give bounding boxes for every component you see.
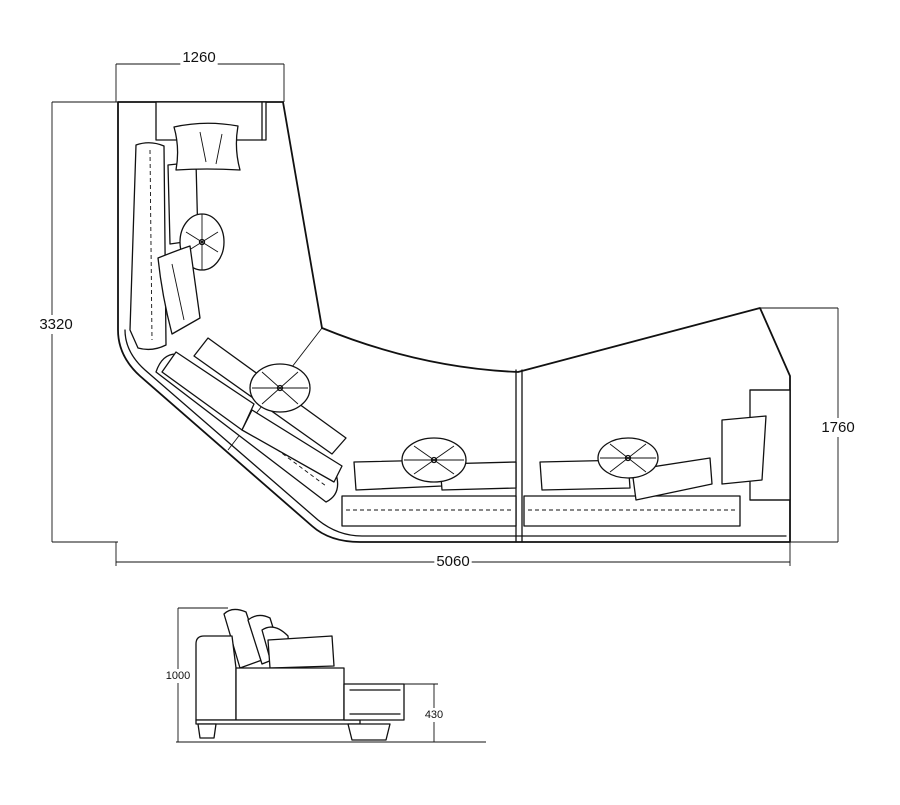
dim-label-side-height: 1000: [166, 670, 190, 682]
left-throw-pillow: [157, 245, 201, 335]
dim-label-backing: [434, 552, 472, 571]
center-left-seat: [341, 495, 517, 527]
dim-label-backing: [819, 418, 857, 437]
dim-label-overall-width: 5060: [436, 553, 469, 570]
plan-view: 1260 3320 1760 5060: [37, 48, 857, 571]
side-elevation-view: 1000 430: [163, 607, 486, 743]
dim-label-backing: [37, 315, 75, 334]
dimension-side-height: 1000: [163, 607, 228, 742]
side-foot-front: [347, 723, 391, 741]
dimension-overall-height: 3320: [37, 101, 118, 543]
side-pillow: [267, 635, 335, 669]
side-foot-rear: [197, 723, 217, 739]
left-bolster: [129, 142, 167, 351]
dimension-seat-height: 430: [404, 683, 446, 742]
dimension-top-width: 1260: [115, 48, 285, 102]
side-seat-cushion: [235, 667, 345, 721]
center-right-seat: [523, 495, 741, 527]
dim-label-backing: [422, 708, 446, 722]
dimension-right-height: 1760: [760, 307, 857, 543]
dimension-overall-width: 5060: [115, 542, 791, 571]
round-cushion-center-right: [597, 437, 659, 479]
dim-label-seat-height: 430: [425, 709, 443, 721]
dim-label-overall-height: 3320: [39, 316, 72, 333]
corner-seat-cushion-b: [241, 409, 343, 483]
top-pillow-crease: [199, 131, 223, 165]
dim-label-backing: [163, 669, 193, 683]
side-ottoman: [343, 683, 405, 721]
right-end-pillow: [721, 415, 767, 485]
dim-label-right-height: 1760: [821, 419, 854, 436]
dim-label-top-width: 1260: [182, 49, 215, 66]
side-base: [195, 719, 361, 725]
side-back-frame: [195, 635, 237, 721]
dim-label-backing: [180, 48, 218, 67]
round-cushion-corner: [249, 363, 311, 413]
left-bolster-stitch: [149, 149, 153, 341]
top-throw-pillow: [173, 122, 241, 171]
round-cushion-center-left: [401, 437, 467, 483]
plan-base-rim: [124, 329, 787, 537]
